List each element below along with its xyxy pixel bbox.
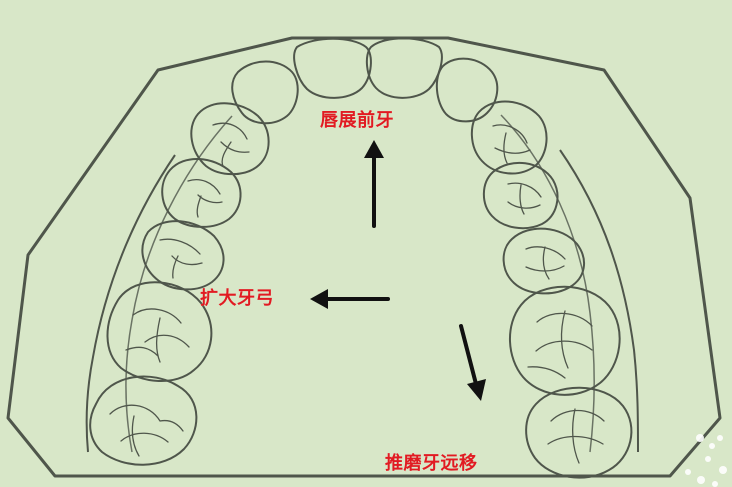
distal-arrow-shaft bbox=[459, 324, 478, 386]
lateral-arrow-head bbox=[310, 289, 328, 309]
left-lateral-incisor bbox=[231, 60, 299, 125]
forward-arrow-head bbox=[364, 140, 384, 158]
right-lateral-incisor bbox=[435, 57, 499, 123]
right-molar-1 bbox=[509, 285, 621, 396]
left-molar-1 bbox=[106, 281, 213, 382]
right-premolar-1 bbox=[482, 161, 559, 230]
movement-arrows bbox=[310, 140, 486, 401]
left-tooth-row bbox=[89, 37, 372, 466]
molar-distalization-label: 推磨牙远移 bbox=[385, 453, 478, 474]
right-molar-2 bbox=[525, 386, 633, 479]
left-molar-2 bbox=[89, 375, 198, 466]
right-central-incisor bbox=[365, 37, 443, 99]
labial-expansion-label: 唇展前牙 bbox=[320, 110, 394, 131]
arch-gum-line-left bbox=[85, 154, 176, 453]
left-premolar-1 bbox=[161, 157, 242, 228]
right-tooth-row bbox=[365, 37, 633, 479]
left-premolar-2 bbox=[141, 220, 225, 291]
left-central-incisor bbox=[293, 37, 372, 99]
palatal-line-right bbox=[500, 114, 595, 453]
arch-expansion-label: 扩大牙弓 bbox=[200, 288, 274, 309]
palatal-line-left bbox=[125, 115, 233, 453]
occlusal-fissures bbox=[109, 122, 605, 464]
distal-arrow-head bbox=[467, 379, 486, 401]
arch-gum-line-right bbox=[559, 149, 639, 453]
corner-reflection bbox=[685, 434, 727, 487]
